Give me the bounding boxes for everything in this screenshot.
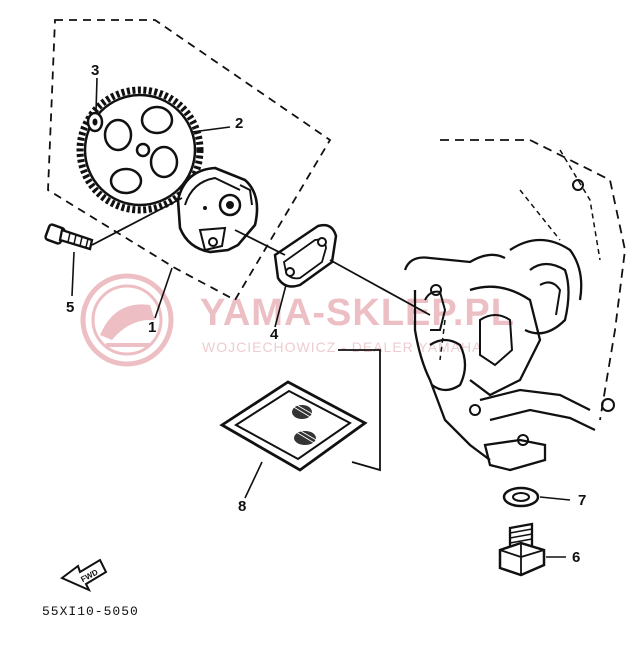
drain-bolt: [498, 522, 546, 577]
alignment-lines: [91, 197, 431, 472]
pump-gasket: [273, 223, 338, 288]
callout-5: 5: [66, 299, 74, 316]
callout-7: 7: [578, 492, 586, 509]
leader-lines: [71, 77, 571, 558]
callout-8: 8: [238, 498, 246, 515]
oil-strainer: [219, 380, 368, 472]
oil-pump-gear: [76, 86, 204, 214]
screw: [44, 223, 94, 251]
callout-1: 1: [148, 319, 156, 336]
watermark-title: YAMA-SKLEP.PL: [200, 292, 515, 334]
washer: [502, 486, 540, 508]
oil-pump-body: [176, 166, 259, 254]
callout-2: 2: [235, 115, 243, 132]
crankcase: [403, 139, 626, 472]
pump-assembly-outline: [47, 19, 332, 302]
callout-6: 6: [572, 549, 580, 566]
callout-3: 3: [91, 62, 99, 79]
watermark: YAMA-SKLEP.PL WOJCIECHOWICZ - DEALER YAM…: [80, 273, 515, 367]
watermark-logo: [80, 273, 174, 367]
circlip: [86, 111, 104, 133]
callout-4: 4: [270, 326, 279, 343]
drawing-code: 55XI10-5050: [42, 604, 139, 619]
watermark-subtitle: WOJCIECHOWICZ - DEALER YAMAHA: [202, 339, 483, 355]
forward-arrow-icon: FWD: [60, 558, 108, 593]
